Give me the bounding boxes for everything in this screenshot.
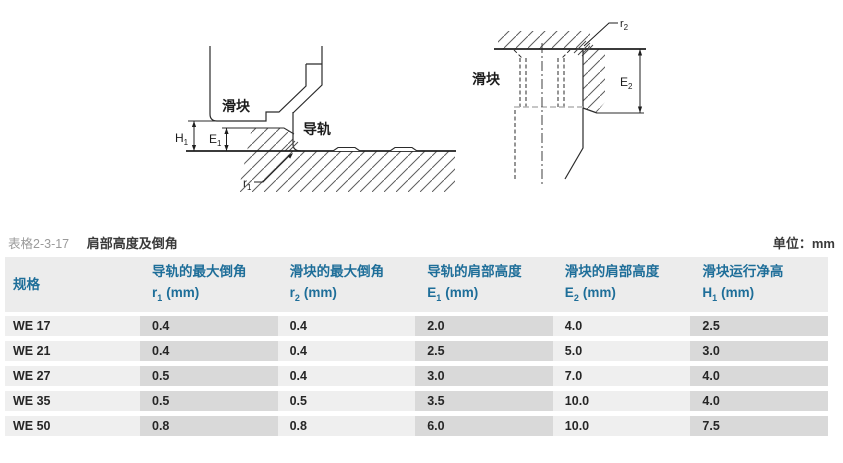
spec-cell: WE 27 [5, 366, 140, 386]
e1-cell: 2.5 [415, 341, 553, 361]
column-header-e1: 导轨的肩部高度 E1(mm) [427, 263, 522, 304]
r1-cell: 0.5 [140, 391, 278, 411]
r1-label: r1 [243, 176, 252, 192]
unit-label: 单位：mm [772, 236, 835, 251]
left-rail-diagram: 滑块 导轨 H1 E1 r1 [175, 46, 456, 192]
e1-label: E1 [209, 132, 222, 148]
shoulder-step-line [582, 107, 598, 114]
r2-cell: 0.4 [277, 366, 416, 386]
h1-arrow-up [191, 121, 197, 127]
right-slider-diagram: 滑块 r2 E2 [472, 18, 646, 184]
table-title: 肩部高度及倒角 [86, 236, 178, 251]
spec-table: 规格 导轨的最大倒角 r1(mm) 滑块的最大倒角 r2(mm) 导轨的肩部高度… [5, 257, 828, 441]
table-row: WE 27 0.5 0.4 3.0 7.0 4.0 [5, 366, 828, 386]
table-header-row: 规格 导轨的最大倒角 r1(mm) 滑块的最大倒角 r2(mm) 导轨的肩部高度… [5, 257, 828, 312]
r2-cell: 0.4 [277, 341, 416, 361]
e1-cell: 2.0 [415, 316, 553, 336]
column-header-e2: 滑块的肩部高度 E2(mm) [564, 263, 660, 304]
r1-cell: 0.5 [140, 366, 278, 386]
e1-cell: 3.5 [415, 391, 553, 411]
e2-cell: 5.0 [552, 341, 691, 361]
slider-side-wall [564, 49, 584, 180]
column-header-h1: 滑块运行净高 H1(mm) [702, 263, 784, 304]
e2-label: E2 [620, 75, 633, 91]
column-header-spec: 规格 [13, 277, 40, 292]
e1-cell: 6.0 [415, 416, 553, 436]
h1-cell: 2.5 [690, 316, 828, 336]
spec-cell: WE 35 [5, 391, 140, 411]
h1-arrow-down [191, 145, 197, 151]
table-row: WE 50 0.8 0.8 6.0 10.0 7.5 [5, 416, 828, 436]
r1-cell: 0.4 [140, 316, 278, 336]
r2-fillet-marks [573, 40, 594, 57]
h1-cell: 4.0 [690, 391, 828, 411]
table-number: 表格2-3-17 [8, 237, 70, 251]
column-header-r2: 滑块的最大倒角 r2(mm) [289, 263, 385, 304]
bolt-countersink-lines [513, 49, 571, 59]
r2-cell: 0.5 [277, 391, 416, 411]
rail-label: 导轨 [303, 121, 331, 137]
slider-label: 滑块 [472, 71, 501, 87]
fillet-marks [284, 140, 299, 152]
r2-cell: 0.8 [277, 416, 416, 436]
rail-edge [292, 112, 302, 152]
hatch-shoulder [583, 49, 605, 112]
h1-label: H1 [175, 131, 189, 147]
h1-cell: 7.5 [690, 416, 828, 436]
h1-cell: 4.0 [690, 366, 828, 386]
e2-cell: 10.0 [552, 391, 691, 411]
e2-cell: 7.0 [552, 366, 691, 386]
r1-cell: 0.8 [140, 416, 278, 436]
table-row: WE 21 0.4 0.4 2.5 5.0 3.0 [5, 341, 828, 361]
table-row: WE 35 0.5 0.5 3.5 10.0 4.0 [5, 391, 828, 411]
e1-arrow-down [224, 145, 229, 151]
rail-shoulder-line [222, 127, 295, 135]
hatch-base-left [238, 128, 455, 192]
e2-cell: 4.0 [552, 316, 691, 336]
e2-cell: 10.0 [552, 416, 691, 436]
spec-cell: WE 17 [5, 316, 140, 336]
slider-label: 滑块 [222, 98, 251, 114]
e2-arrow-down [637, 106, 643, 113]
column-header-r1: 导轨的最大倒角 r1(mm) [152, 263, 247, 304]
hatch-slider-top [498, 31, 590, 49]
table-row: WE 17 0.4 0.4 2.0 4.0 2.5 [5, 316, 828, 336]
e1-arrow-up [224, 128, 229, 134]
r1-arrow [287, 153, 293, 159]
e1-cell: 3.0 [415, 366, 553, 386]
table-caption-row: 表格2-3-17 肩部高度及倒角 单位：mm [8, 233, 835, 253]
r2-label: r2 [620, 18, 629, 32]
r1-cell: 0.4 [140, 341, 278, 361]
r2-cell: 0.4 [277, 316, 416, 336]
h1-cell: 3.0 [690, 341, 828, 361]
e2-arrow-up [637, 49, 643, 56]
ground-bumps [332, 146, 418, 152]
r1-leader-line [254, 154, 291, 183]
spec-cell: WE 50 [5, 416, 140, 436]
r2-leader-line [583, 22, 618, 47]
spec-cell: WE 21 [5, 341, 140, 361]
